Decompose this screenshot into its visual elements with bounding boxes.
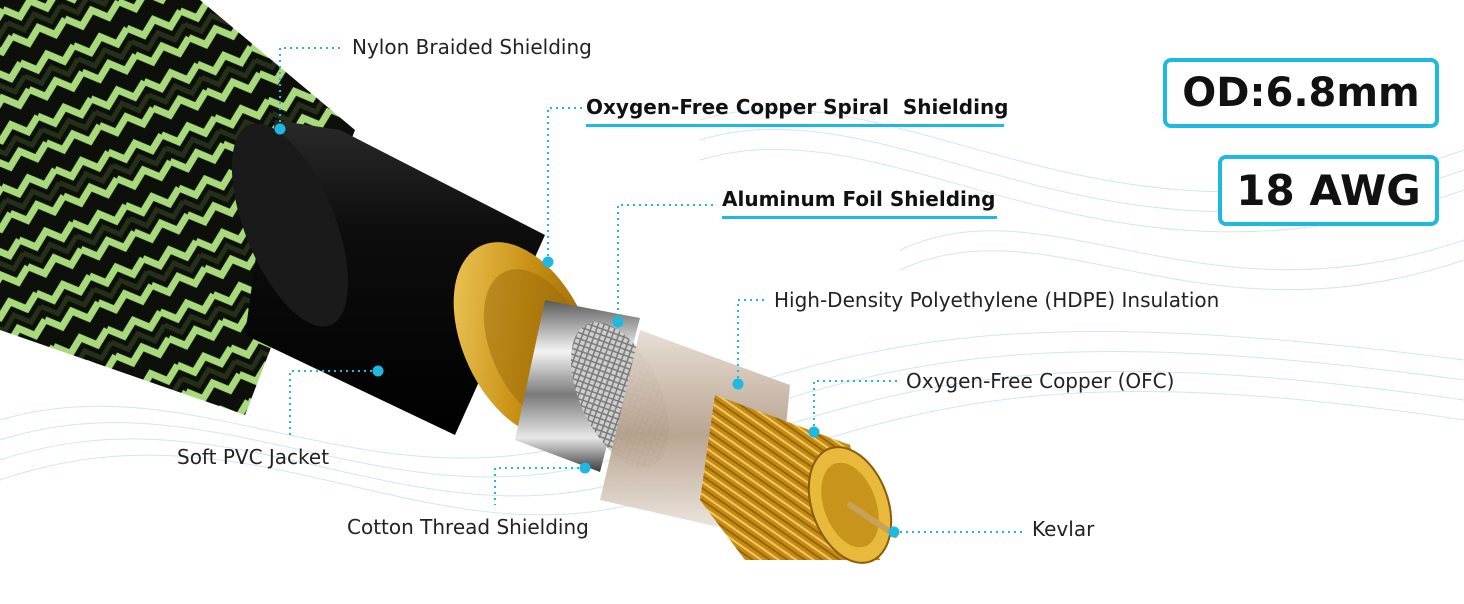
spec-wire-gauge-text: 18 AWG [1236,166,1421,215]
leader-lines [279,47,1026,533]
label-soft-pvc-jacket: Soft PVC Jacket [177,445,330,469]
marker-dots [274,123,900,538]
label-cotton-thread-shielding: Cotton Thread Shielding [347,515,589,539]
spec-outer-diameter-text: OD:6.8mm [1182,70,1420,116]
label-copper-spiral-shielding: Oxygen-Free Copper Spiral Shielding [586,95,1009,119]
label-ofc: Oxygen-Free Copper (OFC) [906,369,1175,393]
label-hdpe-insulation: High-Density Polyethylene (HDPE) Insulat… [774,288,1220,312]
spec-outer-diameter: OD:6.8mm [1163,58,1439,128]
kevlar-strand [847,502,898,538]
ofc-conductor [700,395,893,564]
label-aluminum-foil-shielding: Aluminum Foil Shielding [722,187,996,211]
label-kevlar: Kevlar [1032,517,1095,541]
spec-wire-gauge: 18 AWG [1218,155,1439,226]
copper-spiral-underline [586,124,1004,127]
aluminum-underline [722,216,997,219]
label-nylon-braided-shielding: Nylon Braided Shielding [352,35,592,59]
